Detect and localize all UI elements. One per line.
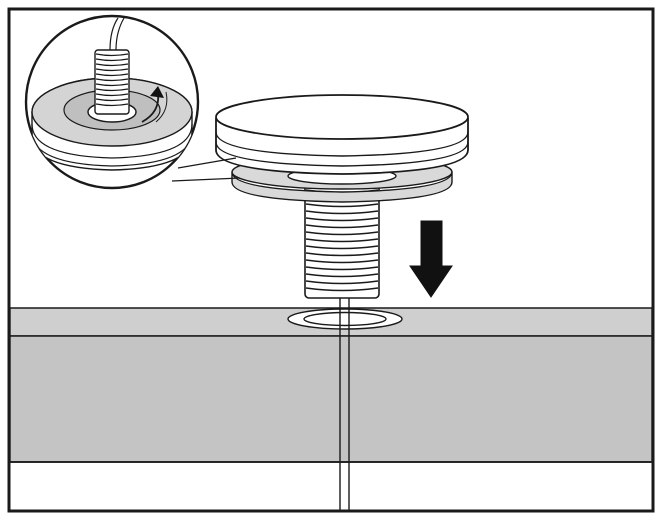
thread-ridge [305,217,379,222]
detail-thread-ridge [95,83,129,87]
thread-ridge [305,245,379,250]
thread-ridge [305,287,379,292]
thread-ridge [305,231,379,236]
detail-thread-ridge [95,78,129,82]
thread-ridge [305,259,379,264]
antenna-cable [339,296,350,512]
magnified-detail [24,14,200,190]
thread-ridge [305,203,379,208]
thread-ridge [305,224,379,229]
thread-ridge [305,210,379,215]
detail-thread-ridge [95,88,129,92]
base-washer [231,171,453,203]
thread-ridge [305,238,379,243]
down-arrow-icon [409,220,453,298]
detail-thread-ridge [95,63,129,67]
mounting-panel [9,307,653,463]
callout-leader [171,157,241,182]
detail-thread-ridge [95,93,129,97]
thread-ridge [305,280,379,285]
thread-ridge [305,266,379,271]
thread-ridge [305,273,379,278]
detail-thread-ridge [95,53,129,57]
panel-hole [287,308,403,330]
antenna-base [215,94,469,203]
detail-thread-ridge [95,98,129,102]
detail-thread-ridge [95,103,129,107]
panel-front-face [9,335,653,463]
detail-thread-ridge [95,58,129,62]
detail-thread-ridge [95,68,129,72]
detail-thread-ridge [95,73,129,77]
thread-ridge [305,252,379,257]
